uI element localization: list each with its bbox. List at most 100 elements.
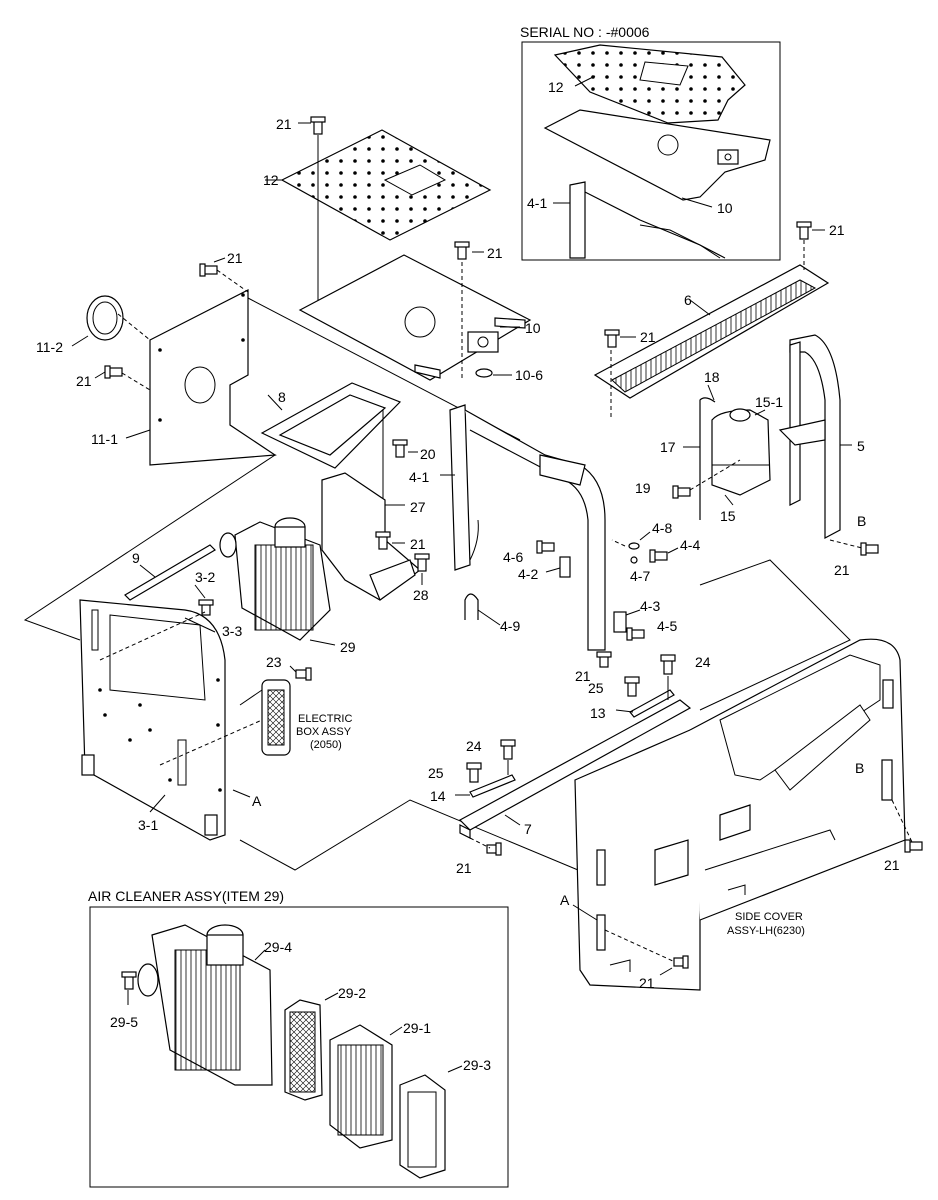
callout-4-2: 4-2 — [518, 566, 538, 582]
bolt-25-top — [624, 676, 640, 697]
callout-4-8: 4-8 — [652, 520, 672, 536]
callout-21-left: 21 — [76, 373, 92, 389]
callout-24-top: 24 — [695, 654, 711, 670]
callout-19: 19 — [635, 480, 651, 496]
callout-a-left: A — [252, 793, 262, 809]
bolt-21-cover-bottom — [673, 955, 689, 969]
gasket-11-2 — [86, 295, 124, 341]
bolt-24-bottom — [500, 739, 516, 760]
callout-27: 27 — [410, 499, 426, 515]
callout-25-bottom: 25 — [428, 765, 444, 781]
bolt-21-top — [310, 116, 326, 135]
callout-10: 10 — [525, 320, 541, 336]
bracket-4-2 — [559, 556, 571, 578]
side-cover-label-2: ASSY-LH(6230) — [727, 925, 805, 937]
callout-3-3: 3-3 — [222, 623, 242, 639]
callout-4-4: 4-4 — [680, 537, 700, 553]
callout-4-3: 4-3 — [640, 598, 660, 614]
callout-12-main: 12 — [263, 172, 279, 188]
bolt-4-6 — [536, 540, 555, 554]
callout-3-1: 3-1 — [138, 817, 158, 833]
callout-3-2: 3-2 — [195, 569, 215, 585]
callout-29-3: 29-3 — [463, 1057, 491, 1073]
callout-b-right: B — [857, 513, 866, 529]
bar-13 — [629, 689, 675, 718]
callout-12-inset: 12 — [548, 79, 564, 95]
frame-4-1 — [449, 404, 606, 651]
callout-10-inset: 10 — [717, 200, 733, 216]
bolt-21-bottom — [486, 842, 502, 856]
inset-frame-4-1 — [569, 181, 726, 259]
callout-b-cover: B — [855, 760, 864, 776]
callout-10-6: 10-6 — [515, 367, 543, 383]
callout-21-right: 21 — [834, 562, 850, 578]
bolt-3-2 — [198, 599, 214, 616]
bar-14 — [469, 774, 516, 798]
filter-element-29-1 — [329, 1024, 393, 1149]
callout-15-1: 15-1 — [755, 394, 783, 410]
bolt-21-left — [104, 365, 123, 379]
callout-29-2: 29-2 — [338, 985, 366, 1001]
reservoir-tank-15 — [711, 408, 771, 496]
callout-21-left-top: 21 — [227, 250, 243, 266]
pin-3-3 — [184, 617, 216, 633]
callout-5: 5 — [857, 438, 865, 454]
air-cleaner-housing — [137, 924, 273, 1086]
callout-15: 15 — [720, 508, 736, 524]
serial-inset-title: SERIAL NO : -#0006 — [520, 24, 650, 40]
callout-29-4: 29-4 — [264, 939, 292, 955]
bolt-23 — [295, 667, 312, 681]
callout-9: 9 — [132, 550, 140, 566]
callout-6: 6 — [684, 292, 692, 308]
air-cleaner-inset: AIR CLEANER ASSY(ITEM 29) 29-4 29-5 29-2… — [88, 888, 509, 1188]
bolt-25-bottom — [466, 762, 482, 783]
bolt-20 — [392, 439, 408, 458]
callout-25-top: 25 — [588, 680, 604, 696]
washer-4-7 — [630, 556, 638, 564]
callout-21-mid: 21 — [410, 536, 426, 552]
bolt-21-right-top — [796, 221, 812, 240]
callout-14: 14 — [430, 788, 446, 804]
bolt-21-left-top — [199, 263, 218, 277]
bolt-24-top — [660, 654, 676, 675]
filter-29-2 — [284, 999, 323, 1101]
callout-21-cover-right: 21 — [884, 857, 900, 873]
side-plate-11-1 — [149, 289, 277, 466]
callout-21-center: 21 — [487, 245, 503, 261]
callout-4-6: 4-6 — [503, 549, 523, 565]
callout-21-cover-bottom: 21 — [639, 975, 655, 991]
callout-21-tank: 21 — [640, 329, 656, 345]
bolt-4-4 — [649, 549, 668, 563]
bolt-29-5 — [121, 971, 137, 990]
callout-4-7: 4-7 — [630, 568, 650, 584]
callout-8: 8 — [278, 389, 286, 405]
callout-29-1: 29-1 — [403, 1020, 431, 1036]
bolt-4-5 — [626, 627, 645, 641]
bolt-21-right — [860, 542, 879, 556]
callout-29: 29 — [340, 639, 356, 655]
callout-21-top: 21 — [276, 116, 292, 132]
callout-23: 23 — [266, 654, 282, 670]
serial-inset-frame — [521, 41, 781, 261]
inset-floor-plate-perforated — [553, 44, 746, 124]
side-cover-lh — [574, 638, 906, 991]
callout-4-1: 4-1 — [409, 469, 429, 485]
callout-11-1: 11-1 — [91, 431, 118, 447]
electric-box — [261, 679, 291, 756]
cover-29-3 — [399, 1074, 446, 1179]
bracket-4-3 — [613, 611, 627, 633]
grommet-10-6 — [475, 368, 493, 378]
callout-7: 7 — [524, 821, 532, 837]
bolt-21-cover-right — [904, 839, 923, 853]
bracket-27 — [321, 472, 421, 601]
callout-18: 18 — [704, 369, 720, 385]
callout-24-bottom: 24 — [466, 738, 482, 754]
callout-4-1-inset: 4-1 — [527, 195, 547, 211]
floor-plate — [298, 254, 532, 381]
clip-4-9 — [464, 593, 479, 620]
callout-13: 13 — [590, 705, 606, 721]
callout-a-cover: A — [560, 892, 570, 908]
air-cleaner-29 — [219, 517, 331, 641]
callout-29-5: 29-5 — [110, 1014, 138, 1030]
